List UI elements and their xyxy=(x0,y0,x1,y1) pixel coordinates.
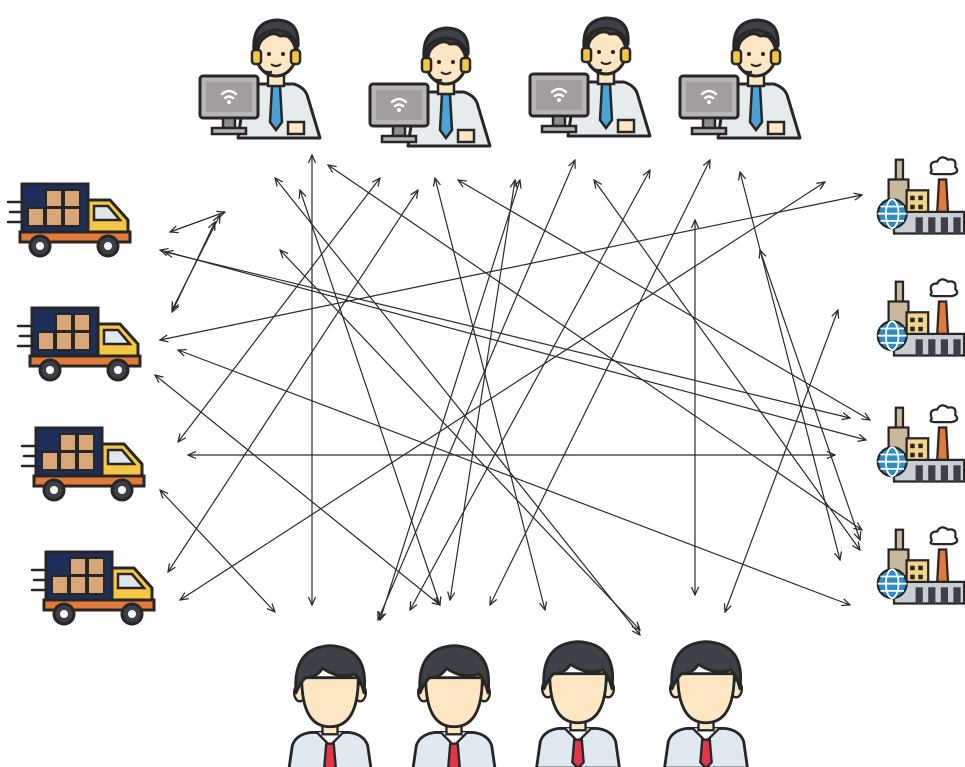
bidirectional-arrow xyxy=(450,180,515,600)
bidirectional-arrow xyxy=(160,490,275,612)
delivery-truck-icon xyxy=(6,182,132,258)
operator-at-computer-icon xyxy=(528,16,652,138)
bidirectional-arrow xyxy=(594,180,860,550)
factory-icon xyxy=(876,156,965,235)
bidirectional-arrow xyxy=(172,215,220,310)
bidirectional-arrow xyxy=(155,375,440,605)
factory-icon xyxy=(876,404,965,483)
bidirectional-arrow xyxy=(180,182,825,600)
bidirectional-arrow xyxy=(280,250,640,630)
actor-icons xyxy=(6,16,965,767)
bidirectional-arrow xyxy=(165,252,850,418)
connection-arrows xyxy=(155,155,870,635)
delivery-truck-icon xyxy=(30,550,156,626)
bidirectional-arrow xyxy=(275,178,640,635)
operator-at-computer-icon xyxy=(678,18,802,140)
bidirectional-arrow xyxy=(160,195,862,340)
bidirectional-arrow xyxy=(160,250,866,440)
customer-person-icon xyxy=(287,644,373,767)
bidirectional-arrow xyxy=(378,160,575,620)
factory-icon xyxy=(876,278,965,357)
bidirectional-arrow xyxy=(760,250,860,540)
delivery-truck-icon xyxy=(20,426,146,502)
factory-icon xyxy=(876,526,965,605)
bidirectional-arrow xyxy=(458,180,870,420)
bidirectional-arrow xyxy=(168,190,418,572)
bidirectional-arrow xyxy=(178,350,850,605)
bidirectional-arrow xyxy=(725,310,838,612)
customer-person-icon xyxy=(663,640,749,767)
delivery-truck-icon xyxy=(16,306,142,382)
bidirectional-arrow xyxy=(380,180,520,620)
customer-person-icon xyxy=(535,640,621,767)
bidirectional-arrow xyxy=(740,172,840,560)
customer-person-icon xyxy=(411,644,497,767)
bidirectional-arrow xyxy=(410,170,650,610)
bidirectional-arrow xyxy=(490,160,710,605)
operator-at-computer-icon xyxy=(368,26,492,148)
bidirectional-arrow xyxy=(328,165,862,530)
operator-at-computer-icon xyxy=(198,18,322,140)
